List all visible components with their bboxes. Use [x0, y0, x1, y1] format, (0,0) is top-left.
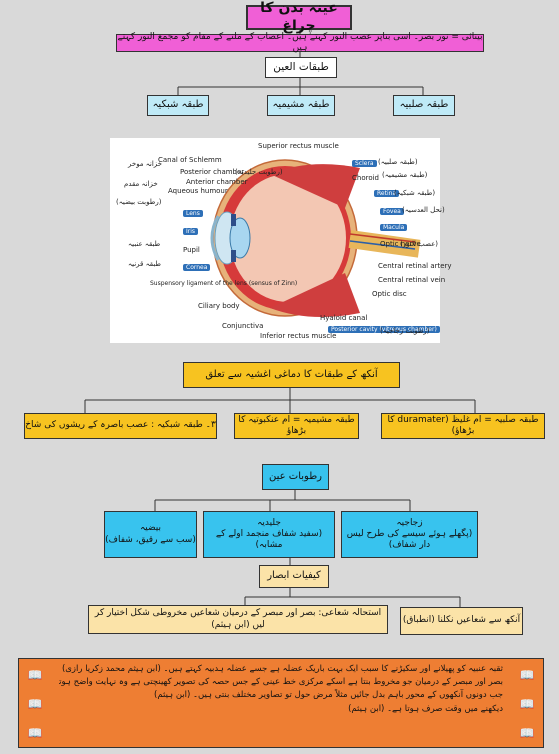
label-canal-of-schlemm: Canal of Schlemm: [158, 156, 222, 164]
humour-crystalline-box: جلیدیہ (سفید شفاف منجمد اولے کے مشابہ): [203, 511, 335, 558]
book-icon: 📖: [519, 696, 535, 711]
note-2: بصر اور مبصر کے درمیان جو مخروط بنتا ہے …: [59, 677, 503, 688]
relation-retina-box: ۳۔ طبقہ شبکیہ : عصب باصرہ کے ریشوں کی شا…: [24, 413, 217, 439]
vision-intromission-box: استحالہ شعاعی: بصر اور مبصر کے درمیان شع…: [88, 605, 388, 634]
eye-illustration: [210, 159, 421, 317]
label-posterior-chamber: Posterior chamber: [180, 168, 245, 176]
humour-aqueous-desc: (سب سے رقیق، شفاف): [105, 534, 196, 545]
label-urdu-anbiya: طبقہ عنبیہ: [128, 240, 161, 248]
book-icon: 📖: [519, 667, 535, 682]
label-urdu-qarniya: طبقہ قرنیہ: [128, 260, 161, 268]
label-inferior-rectus: Inferior rectus muscle: [260, 332, 337, 340]
notes-box: ثقبہ عنبیہ کو پھیلانے اور سکیڑنے کا سبب …: [18, 658, 544, 748]
eye-anatomy-diagram: Superior rectus muscle (رطوبت جلیدیہ) Ca…: [110, 138, 452, 343]
relation-sclera-box: طبقہ صلبیہ = ام غلیظ (duramater کا بڑھاؤ…: [381, 413, 545, 439]
label-urdu-asab-noor: (عصب النور): [400, 240, 439, 248]
label-urdu-jalidiya-left: (رطوبت جلیدیہ): [235, 168, 283, 176]
label-urdu-salbiya: (طبقہ صلبیہ): [378, 158, 418, 166]
notes-left-decoration: 📖 📖 📖: [24, 660, 46, 748]
label-retina: Retina: [374, 190, 400, 197]
book-icon: 📖: [519, 726, 535, 741]
label-vitreous-chamber: Posterior cavity (vitreous chamber): [328, 326, 440, 333]
layer-retina-box: طبقہ شبکیہ: [147, 95, 209, 116]
humour-vitreous-name: زجاجیہ: [396, 517, 423, 528]
layers-heading: طبقات العین: [265, 57, 337, 78]
label-macula: Macula: [380, 224, 408, 231]
note-4: دیکھنے میں وقت صرف ہوتا ہے۔ (ابن ہیثم): [348, 703, 503, 714]
label-ciliary-body: Ciliary body: [198, 302, 240, 310]
label-urdu-bayziya: (رطوبت بیضیہ): [116, 198, 162, 206]
label-sclera: Sclera: [352, 160, 377, 167]
label-cornea: Cornea: [183, 264, 211, 271]
label-urdu-nahl: (نحل العدسیہ): [402, 206, 445, 214]
layer-sclera-box: طبقہ صلبیہ: [393, 95, 455, 116]
humour-aqueous-name: بیضیہ: [140, 523, 162, 534]
vision-heading: کیفیات ابصار: [259, 565, 329, 588]
label-urdu-shabkiya: (طبقہ شبکیہ): [394, 189, 436, 197]
label-urdu-khazana-muqaddam: خزانہ مقدم: [124, 180, 158, 188]
vision-extramission-box: آنکھ سے شعاعیں نکلنا (انطباق): [400, 607, 523, 635]
note-1: ثقبہ عنبیہ کو پھیلانے اور سکیڑنے کا سبب …: [61, 664, 503, 674]
book-icon: 📖: [27, 667, 43, 682]
book-icon: 📖: [27, 726, 43, 741]
label-central-retinal-vein: Central retinal vein: [378, 276, 446, 284]
label-anterior-chamber: Anterior chamber: [186, 178, 248, 186]
humour-vitreous-desc: (پگھلے ہوئے سیسے کی طرح لیس دار شفاف): [346, 528, 473, 551]
note-3: جب دونوں آنکھوں کے محور باہم بدل جائیں م…: [154, 690, 503, 701]
notes-right-decoration: 📖 📖 📖: [516, 660, 538, 748]
label-suspensory-ligament: Suspensory ligament of the lens (sensus …: [150, 280, 298, 287]
label-urdu-mashimiya: (طبقہ مشیمیہ): [382, 171, 428, 179]
humours-heading: رطوبات عین: [262, 464, 329, 490]
humour-vitreous-box: زجاجیہ (پگھلے ہوئے سیسے کی طرح لیس دار ش…: [341, 511, 478, 558]
relation-choroid-box: طبقہ مشیمیہ = ام عنکبوتیہ کا بڑھاؤ: [234, 413, 359, 439]
humour-aqueous-box: بیضیہ (سب سے رقیق، شفاف): [104, 511, 197, 558]
label-hyaloid-canal: Hyaloid canal: [320, 314, 368, 322]
definition-box: بینائی = نور بصر۔ اسی بناپر عصب النور کہ…: [116, 31, 484, 53]
label-aqueous-humour: Aqueous humour: [168, 187, 228, 195]
label-urdu-khazana-mokhar: خزانہ موخر: [128, 160, 162, 168]
label-urdu-zujajiya-right: (رطوبت زجاجیہ): [380, 327, 430, 335]
label-pupil: Pupil: [183, 246, 200, 254]
label-central-retinal-artery: Central retinal artery: [378, 262, 452, 270]
humour-crystalline-desc: (سفید شفاف منجمد اولے کے مشابہ): [215, 528, 323, 551]
humour-crystalline-name: جلیدیہ: [257, 517, 281, 528]
label-optic-nerve: Optic nerve: [380, 240, 421, 248]
label-fovea: Fovea: [380, 208, 404, 215]
label-optic-disc: Optic disc: [372, 290, 407, 298]
label-iris: Iris: [183, 228, 199, 235]
page-title: عینہ بدن کا چراغ: [246, 0, 352, 34]
label-lens: Lens: [183, 210, 203, 217]
label-superior-rectus: Superior rectus muscle: [258, 142, 339, 150]
layer-choroid-box: طبقہ مشیمیہ: [267, 95, 335, 116]
label-conjunctiva: Conjunctiva: [222, 322, 264, 330]
book-icon: 📖: [27, 696, 43, 711]
relation-heading: آنکھ کے طبقات کا دماغی اغشیہ سے تعلق: [183, 362, 400, 388]
label-choroid: Choroid: [352, 174, 380, 182]
